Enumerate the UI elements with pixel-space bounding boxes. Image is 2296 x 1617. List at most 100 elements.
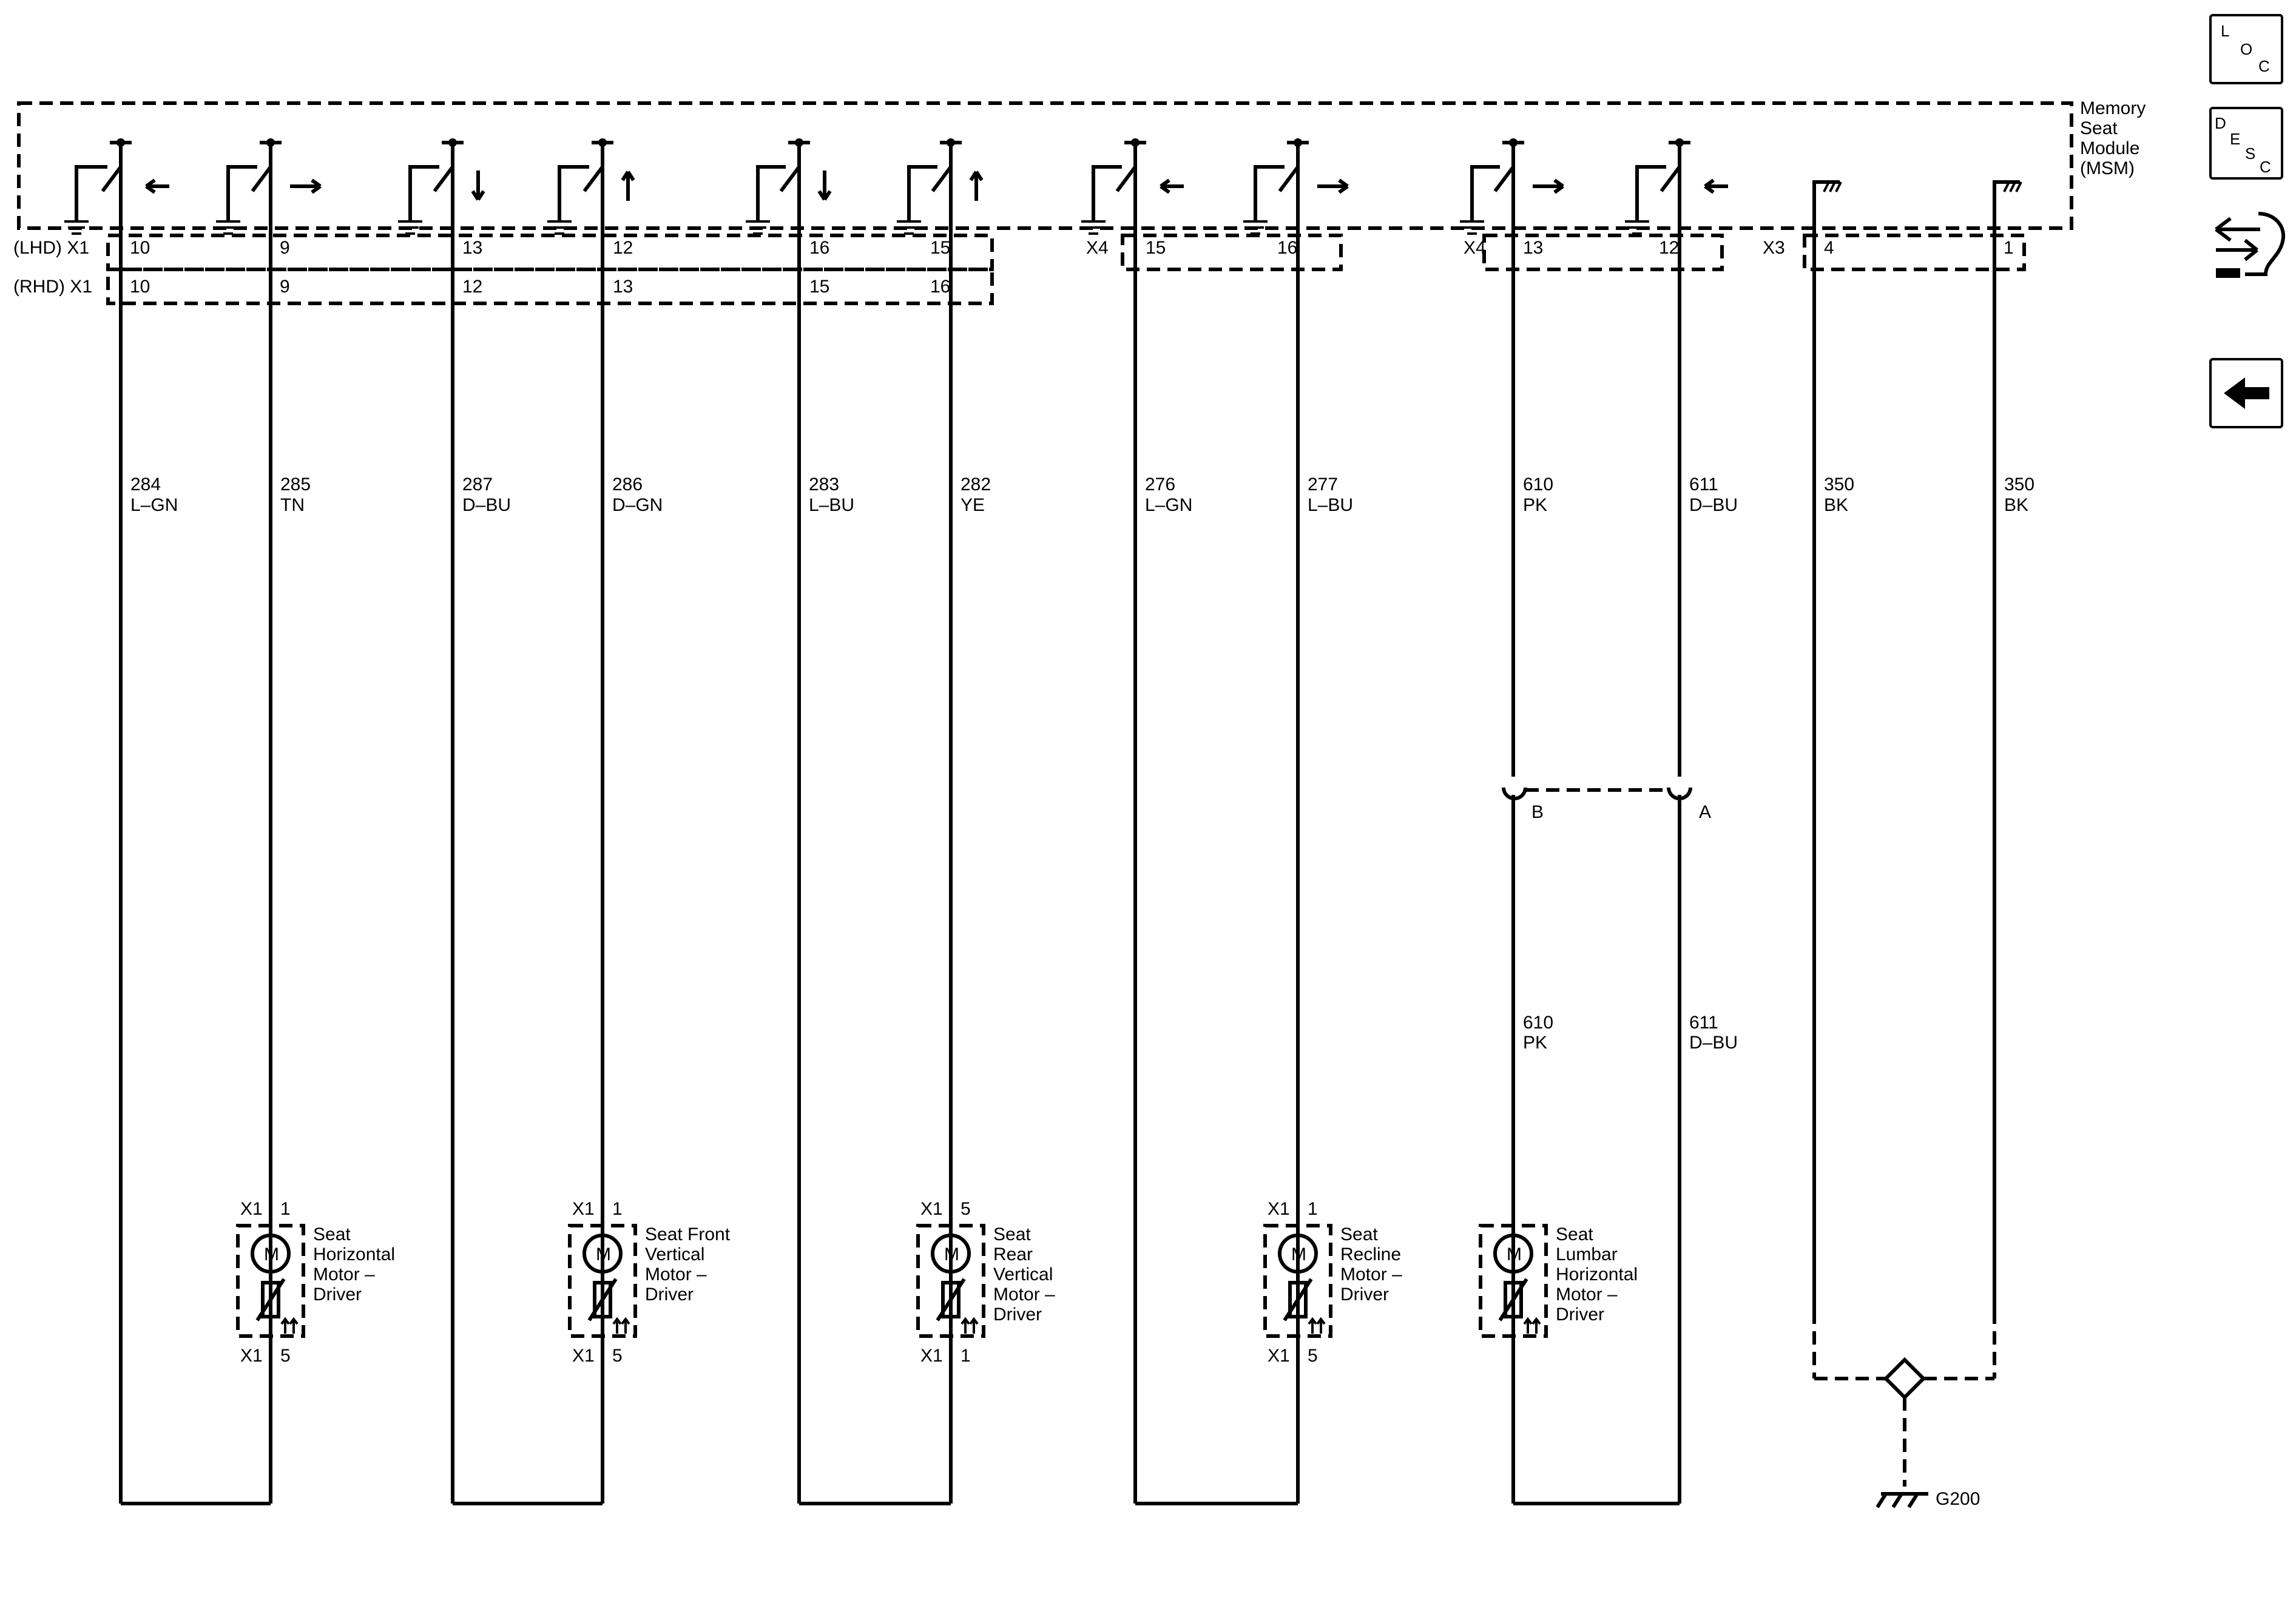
motor-label-line: Rear	[993, 1244, 1033, 1264]
motor-label-line: Seat	[1340, 1224, 1378, 1244]
desc-button-frame	[2209, 107, 2283, 180]
chassis-hatch-2	[1829, 181, 1836, 192]
motor-label-line: Driver	[1340, 1284, 1389, 1305]
motor-label-line: Driver	[1556, 1305, 1604, 1325]
motor-top-pin: 1	[1308, 1199, 1318, 1219]
loc-letter-c: C	[2258, 57, 2270, 75]
desc-button[interactable]: D E S C	[2209, 107, 2283, 180]
motor-label-line: Lumbar	[1556, 1244, 1618, 1264]
sensor-slash	[255, 1278, 286, 1322]
circuit-number: 350	[1824, 474, 1854, 495]
switch-blade	[251, 166, 272, 192]
lhd-pin-number: 13	[462, 238, 482, 258]
circuit-number: 282	[961, 474, 991, 495]
switch-blade	[1660, 166, 1681, 192]
sensor-slash	[587, 1278, 618, 1322]
motor-label-line: Driver	[645, 1284, 694, 1305]
motor-symbol: M	[944, 1244, 959, 1264]
wire-color: D–GN	[612, 495, 663, 515]
connector-b-label: B	[1531, 802, 1544, 822]
lhd-pin-number: 1	[2004, 238, 2014, 258]
motor-symbol: M	[1507, 1244, 1522, 1264]
switch-blade	[1493, 166, 1515, 192]
lhd-pin-number: 10	[130, 238, 150, 258]
circuit-number: 287	[462, 474, 493, 495]
switch-blade	[1278, 166, 1300, 192]
direction-down-arrow-icon	[471, 170, 485, 201]
connector-b-cavity	[1502, 787, 1527, 800]
sensor-slash	[936, 1278, 966, 1322]
back-button[interactable]	[2209, 358, 2283, 428]
x1-lhd-connector-box	[106, 234, 994, 271]
x1-rhd-connector-box	[106, 268, 994, 305]
circuit-number: 277	[1308, 474, 1338, 495]
rhd-pin-number: 10	[130, 277, 150, 297]
switch-blade	[779, 166, 801, 192]
lumbar-lower-circuit-611: 611	[1689, 1013, 1718, 1033]
motor-top-connector: X1	[1268, 1199, 1290, 1219]
back-button-frame	[2209, 358, 2283, 428]
lhd-pin-number: 16	[1277, 238, 1297, 258]
connector-view-icon[interactable]	[2215, 212, 2286, 278]
wire-segment	[1812, 180, 1840, 1311]
desc-letter-c: C	[2260, 158, 2271, 176]
connector-a-cavity	[1667, 787, 1692, 800]
motor-bottom-connector: X1	[572, 1346, 595, 1366]
x3-connector-box	[1803, 234, 2026, 271]
motor-symbol: M	[264, 1244, 279, 1264]
wire-color: L–BU	[809, 495, 854, 515]
x4-connector-box-b	[1482, 234, 1724, 271]
chassis-hatch-3	[2015, 181, 2022, 192]
switch-ground-lead	[558, 165, 589, 221]
module-switch-icon	[547, 138, 613, 235]
motor-label-line: Driver	[313, 1284, 362, 1305]
direction-right-arrow-icon	[1533, 178, 1564, 194]
connector-plug-outline	[2245, 212, 2286, 276]
sensor-arrows-icon	[1308, 1317, 1326, 1334]
motor-bottom-pin: 5	[1308, 1346, 1318, 1366]
module-switch-icon	[1625, 138, 1690, 235]
direction-down-arrow-icon	[817, 170, 832, 201]
circuit-number: 283	[809, 474, 839, 495]
lhd-pin-number: 15	[1146, 238, 1166, 258]
direction-left-arrow-icon	[145, 178, 169, 194]
connector-a-label: A	[1699, 802, 1711, 822]
wire-color: YE	[961, 495, 985, 515]
switch-blade	[1115, 166, 1137, 192]
lumbar-inline-connector: B A 610 PK 611 D–BU	[1502, 787, 1738, 1053]
motor-top-pin: 1	[280, 1199, 291, 1219]
ground-g200: G200	[1812, 1311, 1996, 1509]
rhd-pin-number: 16	[930, 277, 950, 297]
module-switch-icon	[398, 138, 464, 235]
motor-bottom-pin: 1	[961, 1346, 971, 1366]
motor-top-pin: 5	[961, 1199, 971, 1219]
splice-diamond-icon	[1883, 1357, 1926, 1400]
sensor-arrows-icon	[280, 1317, 299, 1334]
loc-letter-o: O	[2240, 40, 2252, 58]
x4-label-a: X4	[1086, 238, 1109, 258]
lhd-pin-number: 15	[930, 238, 950, 258]
loc-button[interactable]: L O C	[2209, 14, 2283, 84]
direction-left-arrow-icon	[1704, 178, 1728, 194]
circuit-number: 284	[130, 474, 161, 495]
chassis-hatch-1	[1823, 181, 1830, 192]
module-switch-icon	[1460, 138, 1524, 235]
motor-label-line: Motor –	[1556, 1284, 1618, 1305]
switch-ground-lead	[907, 165, 937, 221]
x1-rhd-label: (RHD) X1	[13, 277, 92, 297]
switch-ground-lead	[1092, 165, 1122, 221]
msm-module-box	[17, 101, 2073, 230]
motor-top-pin: 1	[612, 1199, 623, 1219]
switch-ground-lead	[226, 165, 257, 221]
motor-label-line: Motor –	[313, 1264, 375, 1284]
arrow-right-part	[2216, 238, 2258, 262]
lhd-pin-number: 16	[809, 238, 829, 258]
